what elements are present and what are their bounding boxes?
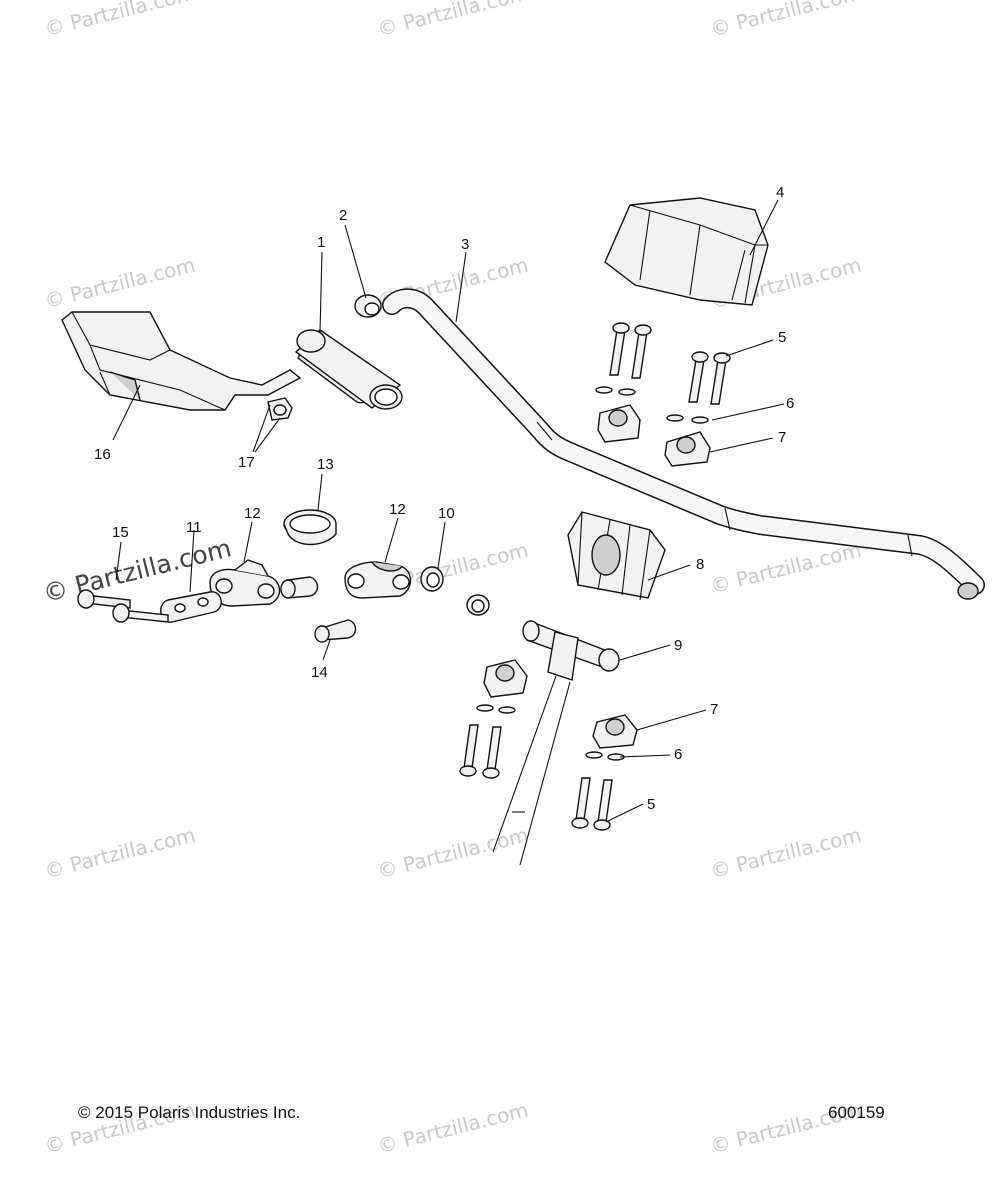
upper-clamp-set (595, 322, 731, 467)
callout-15: 15 (112, 524, 129, 541)
bushing-sleeves (280, 576, 357, 643)
callout-17: 17 (238, 454, 255, 471)
bar-clamp-right (344, 561, 412, 599)
callout-6: 6 (786, 395, 795, 412)
end-plug (354, 294, 382, 318)
hand-guard-clamp (267, 397, 293, 421)
flange-nut (420, 566, 490, 616)
callout-4: 4 (776, 184, 785, 201)
callout-9: 9 (674, 637, 683, 654)
callout-12: 12 (244, 505, 261, 522)
leader-lines (112, 199, 785, 823)
diagram-id: 600159 (828, 1103, 885, 1122)
callout-5: 5 (778, 329, 787, 346)
lower-clamp-set (459, 659, 638, 831)
copyright-text: © 2015 Polaris Industries Inc. (78, 1103, 301, 1122)
callout-10: 10 (438, 505, 455, 522)
handlebar-pad (604, 197, 769, 306)
callout-13: 13 (317, 456, 334, 473)
riser-block (567, 511, 666, 601)
callout-12: 12 (389, 501, 406, 518)
callout-6: 6 (674, 746, 683, 763)
callout-3: 3 (461, 236, 470, 253)
callout-11: 11 (186, 519, 202, 536)
hand-guard (61, 311, 302, 411)
spacer-ring (283, 509, 337, 546)
handlebar (382, 288, 985, 600)
callout-5: 5 (647, 796, 656, 813)
bar-clamp-left (209, 559, 281, 607)
bolt-set-left (77, 589, 169, 623)
callout-16: 16 (94, 446, 111, 463)
callout-1: 1 (317, 234, 326, 251)
callout-8: 8 (696, 556, 705, 573)
callout-7: 7 (710, 701, 719, 718)
callout-2: 2 (339, 207, 348, 224)
callout-14: 14 (311, 664, 328, 681)
callout-7: 7 (778, 429, 787, 446)
grip-tube (294, 329, 403, 410)
link-plate (160, 591, 222, 623)
mount-bracket (492, 620, 620, 866)
